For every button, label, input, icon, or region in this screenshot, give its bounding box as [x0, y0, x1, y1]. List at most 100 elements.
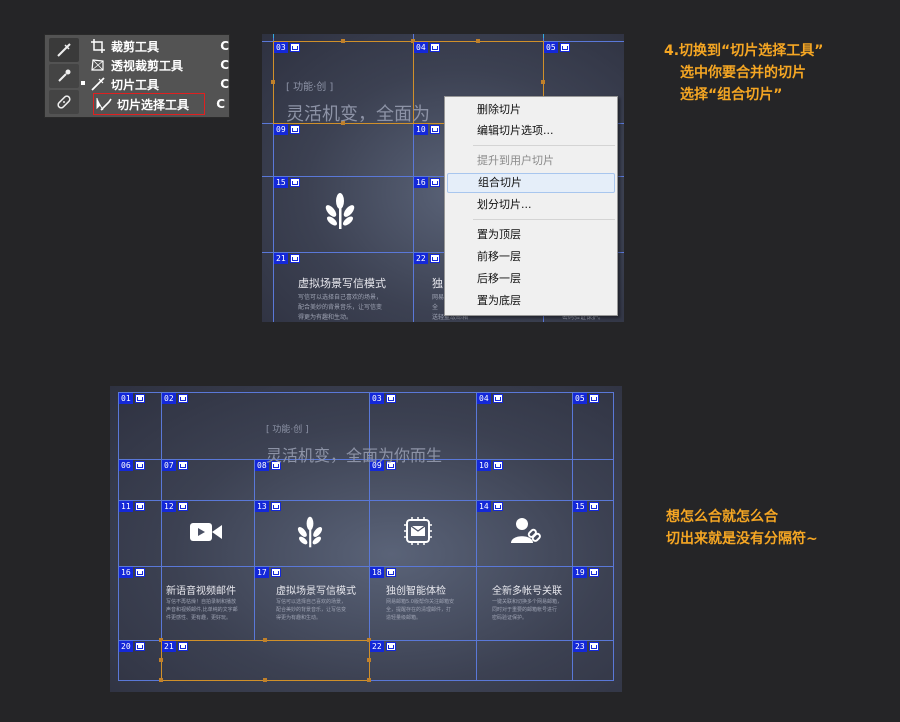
menu-separator — [473, 145, 615, 146]
menu-item-combine-slices[interactable]: 组合切片 — [447, 173, 615, 193]
selection-handle[interactable] — [263, 638, 267, 642]
feature-title: 虚拟场景写信模式 — [298, 277, 386, 290]
slice-tag: 09 — [274, 124, 300, 135]
slice-tag: 07 — [162, 460, 188, 471]
shortcut-key: C — [220, 39, 229, 53]
slice-tag: 03 — [274, 42, 300, 53]
slice-tag: 15 — [573, 501, 599, 512]
slice-canvas-2[interactable]: 01 02 03 04 05 06 07 08 09 10 11 12 13 1… — [110, 386, 622, 692]
selection-handle[interactable] — [367, 638, 371, 642]
selection-handle[interactable] — [159, 658, 163, 662]
eyedropper-icon — [58, 69, 71, 82]
feature-desc: 得更为有趣和生动。 — [298, 314, 353, 321]
slice-tag: 16 — [119, 567, 145, 578]
flyout-item-crop[interactable]: 裁剪工具 C — [89, 37, 229, 55]
feature-desc-partial: 网易 — [432, 294, 445, 301]
slice-line — [413, 34, 414, 322]
flyout-item-label: 透视裁剪工具 — [111, 58, 184, 73]
feature-title: 独创智能体检 — [386, 586, 446, 597]
slice-line — [118, 459, 614, 460]
slice-tool-icon — [57, 43, 71, 57]
selection-handle[interactable] — [271, 80, 275, 84]
selection-handle[interactable] — [159, 638, 163, 642]
feature-desc-partial: 全 — [432, 304, 439, 311]
slice-canvas-1[interactable]: 03 04 05 09 10 15 16 21 22 [ 功能·创 ] 灵活机变… — [262, 34, 624, 322]
slice-tag: 02 — [162, 393, 188, 404]
tool-button-eyedropper[interactable] — [49, 64, 79, 88]
menu-item-send-to-back[interactable]: 置为底层 — [477, 294, 521, 307]
slice-tag: 20 — [119, 641, 145, 652]
slice-tool-icon — [89, 77, 107, 91]
slice-select-icon — [95, 97, 113, 111]
menu-item-delete-slice[interactable]: 删除切片 — [477, 103, 521, 116]
active-tool-indicator — [81, 81, 85, 85]
menu-separator — [473, 219, 615, 220]
selection-handle[interactable] — [541, 80, 545, 84]
slice-line — [572, 392, 573, 681]
menu-item-bring-forward[interactable]: 前移一层 — [477, 250, 521, 263]
selection-handle[interactable] — [341, 39, 345, 43]
slice-line — [118, 500, 614, 501]
feature-desc: 一键关联和切换多个网易邮箱，同时对于重要的邮箱帐号进行密码验证保护。 — [492, 599, 563, 621]
slice-tag: 04 — [477, 393, 503, 404]
slice-tag: 13 — [255, 501, 281, 512]
feature-title: 虚拟场景写信模式 — [276, 586, 356, 597]
slice-tag: 16 — [414, 177, 440, 188]
menu-item-send-backward[interactable]: 后移一层 — [477, 272, 521, 285]
tool-button-healing[interactable] — [49, 90, 79, 114]
slice-tag: 17 — [255, 567, 281, 578]
flyout-item-label: 切片选择工具 — [117, 97, 190, 112]
shortcut-key: C — [216, 97, 225, 111]
feature-title: 全新多帐号关联 — [492, 586, 562, 597]
instruction-note: 4.切换到“切片选择工具” 选中你要合并的切片 选择“组合切片” — [664, 40, 823, 106]
selection-border — [273, 123, 543, 124]
feature-title: 新语音视频邮件 — [166, 586, 236, 597]
slice-line — [273, 34, 274, 322]
context-menu: 删除切片 编辑切片选项... 提升到用户切片 组合切片 划分切片... 置为顶层… — [444, 96, 618, 316]
flyout-item-slice-select[interactable]: 切片选择工具 — [93, 93, 205, 115]
result-note: 想怎么合就怎么合 切出来就是没有分隔符~ — [666, 506, 818, 550]
slice-tag: 22 — [414, 253, 440, 264]
user-link-icon — [511, 518, 541, 543]
shortcut-key: C — [220, 58, 229, 72]
slice-tag: 19 — [573, 567, 599, 578]
selection-handle[interactable] — [476, 39, 480, 43]
note-line: 选中你要合并的切片 — [680, 65, 806, 81]
section-subtitle: [ 功能·创 ] — [286, 82, 334, 93]
slice-tag: 08 — [255, 460, 281, 471]
slice-line — [161, 392, 162, 681]
menu-item-edit-slice-options[interactable]: 编辑切片选项... — [477, 124, 554, 137]
leaf-icon — [297, 516, 323, 548]
feature-desc: 配合美妙的背景音乐，让写信变 — [298, 304, 383, 311]
note-line: 选择“组合切片” — [680, 87, 783, 103]
slice-line — [118, 392, 614, 393]
menu-item-promote-to-user-slice: 提升到用户切片 — [477, 154, 554, 167]
selection-handle[interactable] — [367, 678, 371, 682]
guide-mark — [273, 34, 274, 38]
menu-item-divide-slice[interactable]: 划分切片... — [477, 198, 532, 211]
selection-handle[interactable] — [263, 678, 267, 682]
flyout-item-perspective-crop[interactable]: 透视裁剪工具 C — [89, 56, 229, 74]
feature-desc: 写信可以选择自己喜欢的场景， — [298, 294, 383, 301]
perspective-crop-icon — [89, 58, 107, 72]
slice-tag: 18 — [370, 567, 396, 578]
selection-handle[interactable] — [411, 39, 415, 43]
menu-item-bring-to-front[interactable]: 置为顶层 — [477, 228, 521, 241]
slice-tag: 15 — [274, 177, 300, 188]
chip-mail-icon — [404, 517, 432, 545]
slice-tag: 14 — [477, 501, 503, 512]
selection-handle[interactable] — [159, 678, 163, 682]
flyout-item-slice[interactable]: 切片工具 C — [89, 75, 229, 93]
slice-tag: 06 — [119, 460, 145, 471]
slice-tag: 21 — [274, 253, 300, 264]
selection-handle[interactable] — [341, 121, 345, 125]
selection-border — [413, 41, 414, 124]
tool-flyout-panel: 裁剪工具 C 透视裁剪工具 C 切片工具 C 切片选择工具 C — [44, 34, 230, 118]
leaf-icon — [325, 193, 355, 229]
tool-button-crop-group[interactable] — [49, 38, 79, 62]
selection-handle[interactable] — [367, 658, 371, 662]
feature-desc: 网易邮箱5.0版帮你关注邮箱安全，提醒存在的清理邮件，打造轻量级邮箱。 — [386, 599, 454, 621]
slice-tag: 23 — [573, 641, 599, 652]
note-line: 4.切换到“切片选择工具” — [664, 43, 824, 59]
section-headline: 灵活机变，全面为 — [286, 104, 430, 125]
